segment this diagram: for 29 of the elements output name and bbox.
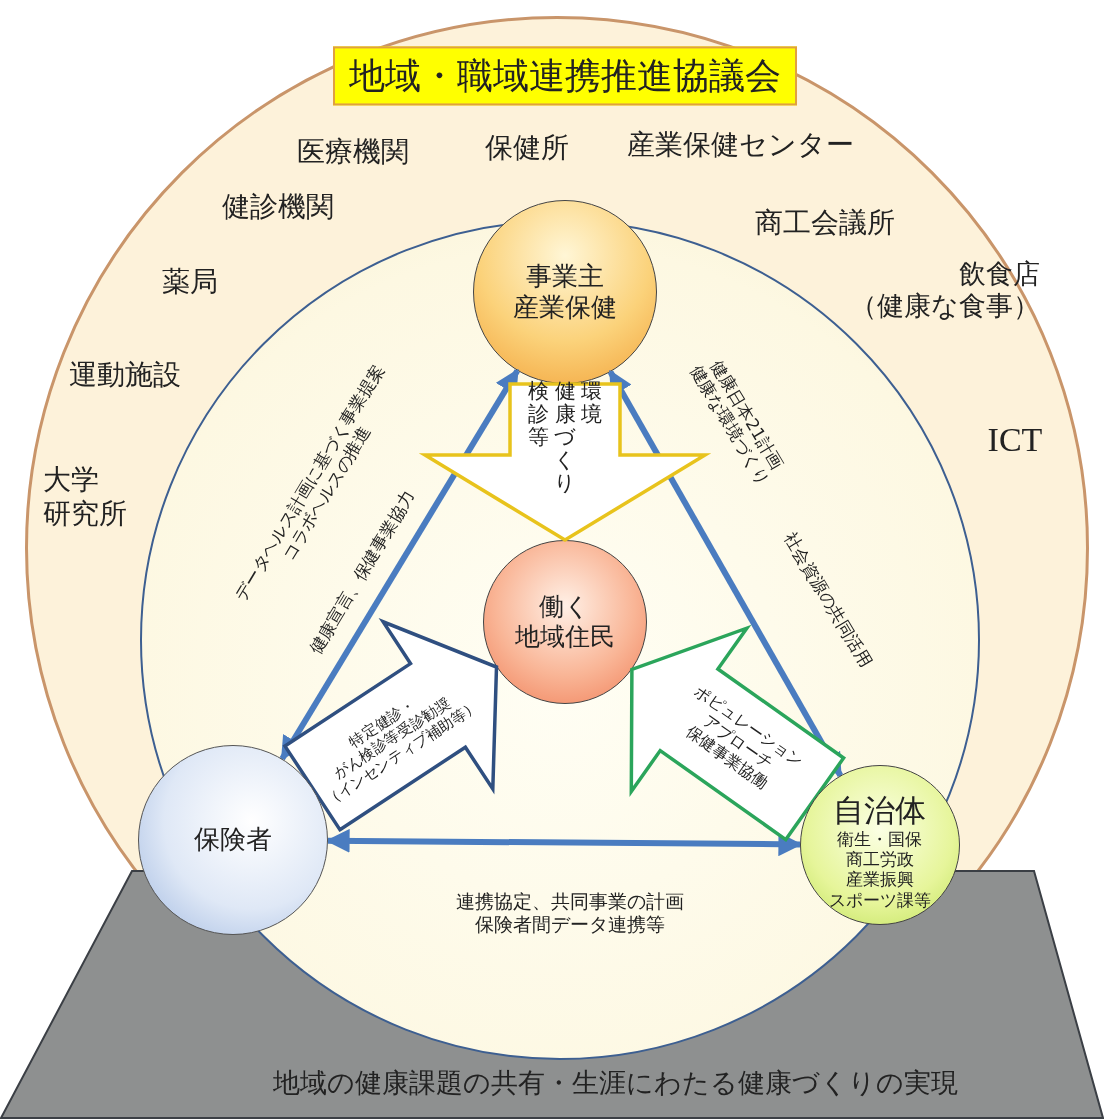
organization-label: 薬局: [162, 265, 218, 299]
block-arrow: [282, 618, 499, 833]
node-label: 自治体: [833, 791, 926, 830]
node-label: 事業主産業保健: [512, 260, 617, 323]
block-arrow: [418, 382, 712, 543]
organization-label: 商工会議所: [755, 206, 895, 240]
node-label: 地域の健康課題の共有・生涯にわたる健康づくりの実現: [272, 1066, 958, 1100]
title-banner: 地域・職域連携推進協議会: [333, 46, 797, 106]
node-description: 衛生・国保商工労政産業振興スポーツ課等: [828, 828, 931, 911]
double-arrow: [325, 828, 803, 857]
organization-label: 医療機関: [297, 135, 409, 169]
double-arrow: [607, 369, 843, 778]
edge-label: ポピュレーションアプローチ保健事業協働: [681, 681, 807, 795]
edge-label: 社会資源の共同活用: [779, 529, 877, 671]
organization-label: 産業保健センター: [626, 128, 854, 162]
block-arrow: [629, 624, 847, 843]
double-arrow: [279, 368, 520, 761]
organization-label: ICT: [987, 419, 1043, 460]
organization-label: 飲食店（健康な食事）: [850, 257, 1040, 323]
edge-label: 特定健診・がん検診等受診勧奨（インセンティブ補助等）: [320, 692, 483, 810]
organization-label: 大学研究所: [43, 463, 127, 531]
node-label: 保険者: [193, 823, 272, 856]
organization-label: 運動施設: [69, 358, 181, 392]
node-label: 働く地域住民: [514, 591, 615, 652]
organization-label: 健診機関: [222, 190, 334, 224]
organization-label: 保健所: [485, 131, 569, 165]
arrow-caption: 健康日本21計画健康な環境づくり: [685, 355, 789, 489]
edge-label: 環境健康づくり検診等: [527, 380, 603, 496]
edge-label: 連携協定、共同事業の計画保険者間データ連携等: [456, 890, 684, 936]
